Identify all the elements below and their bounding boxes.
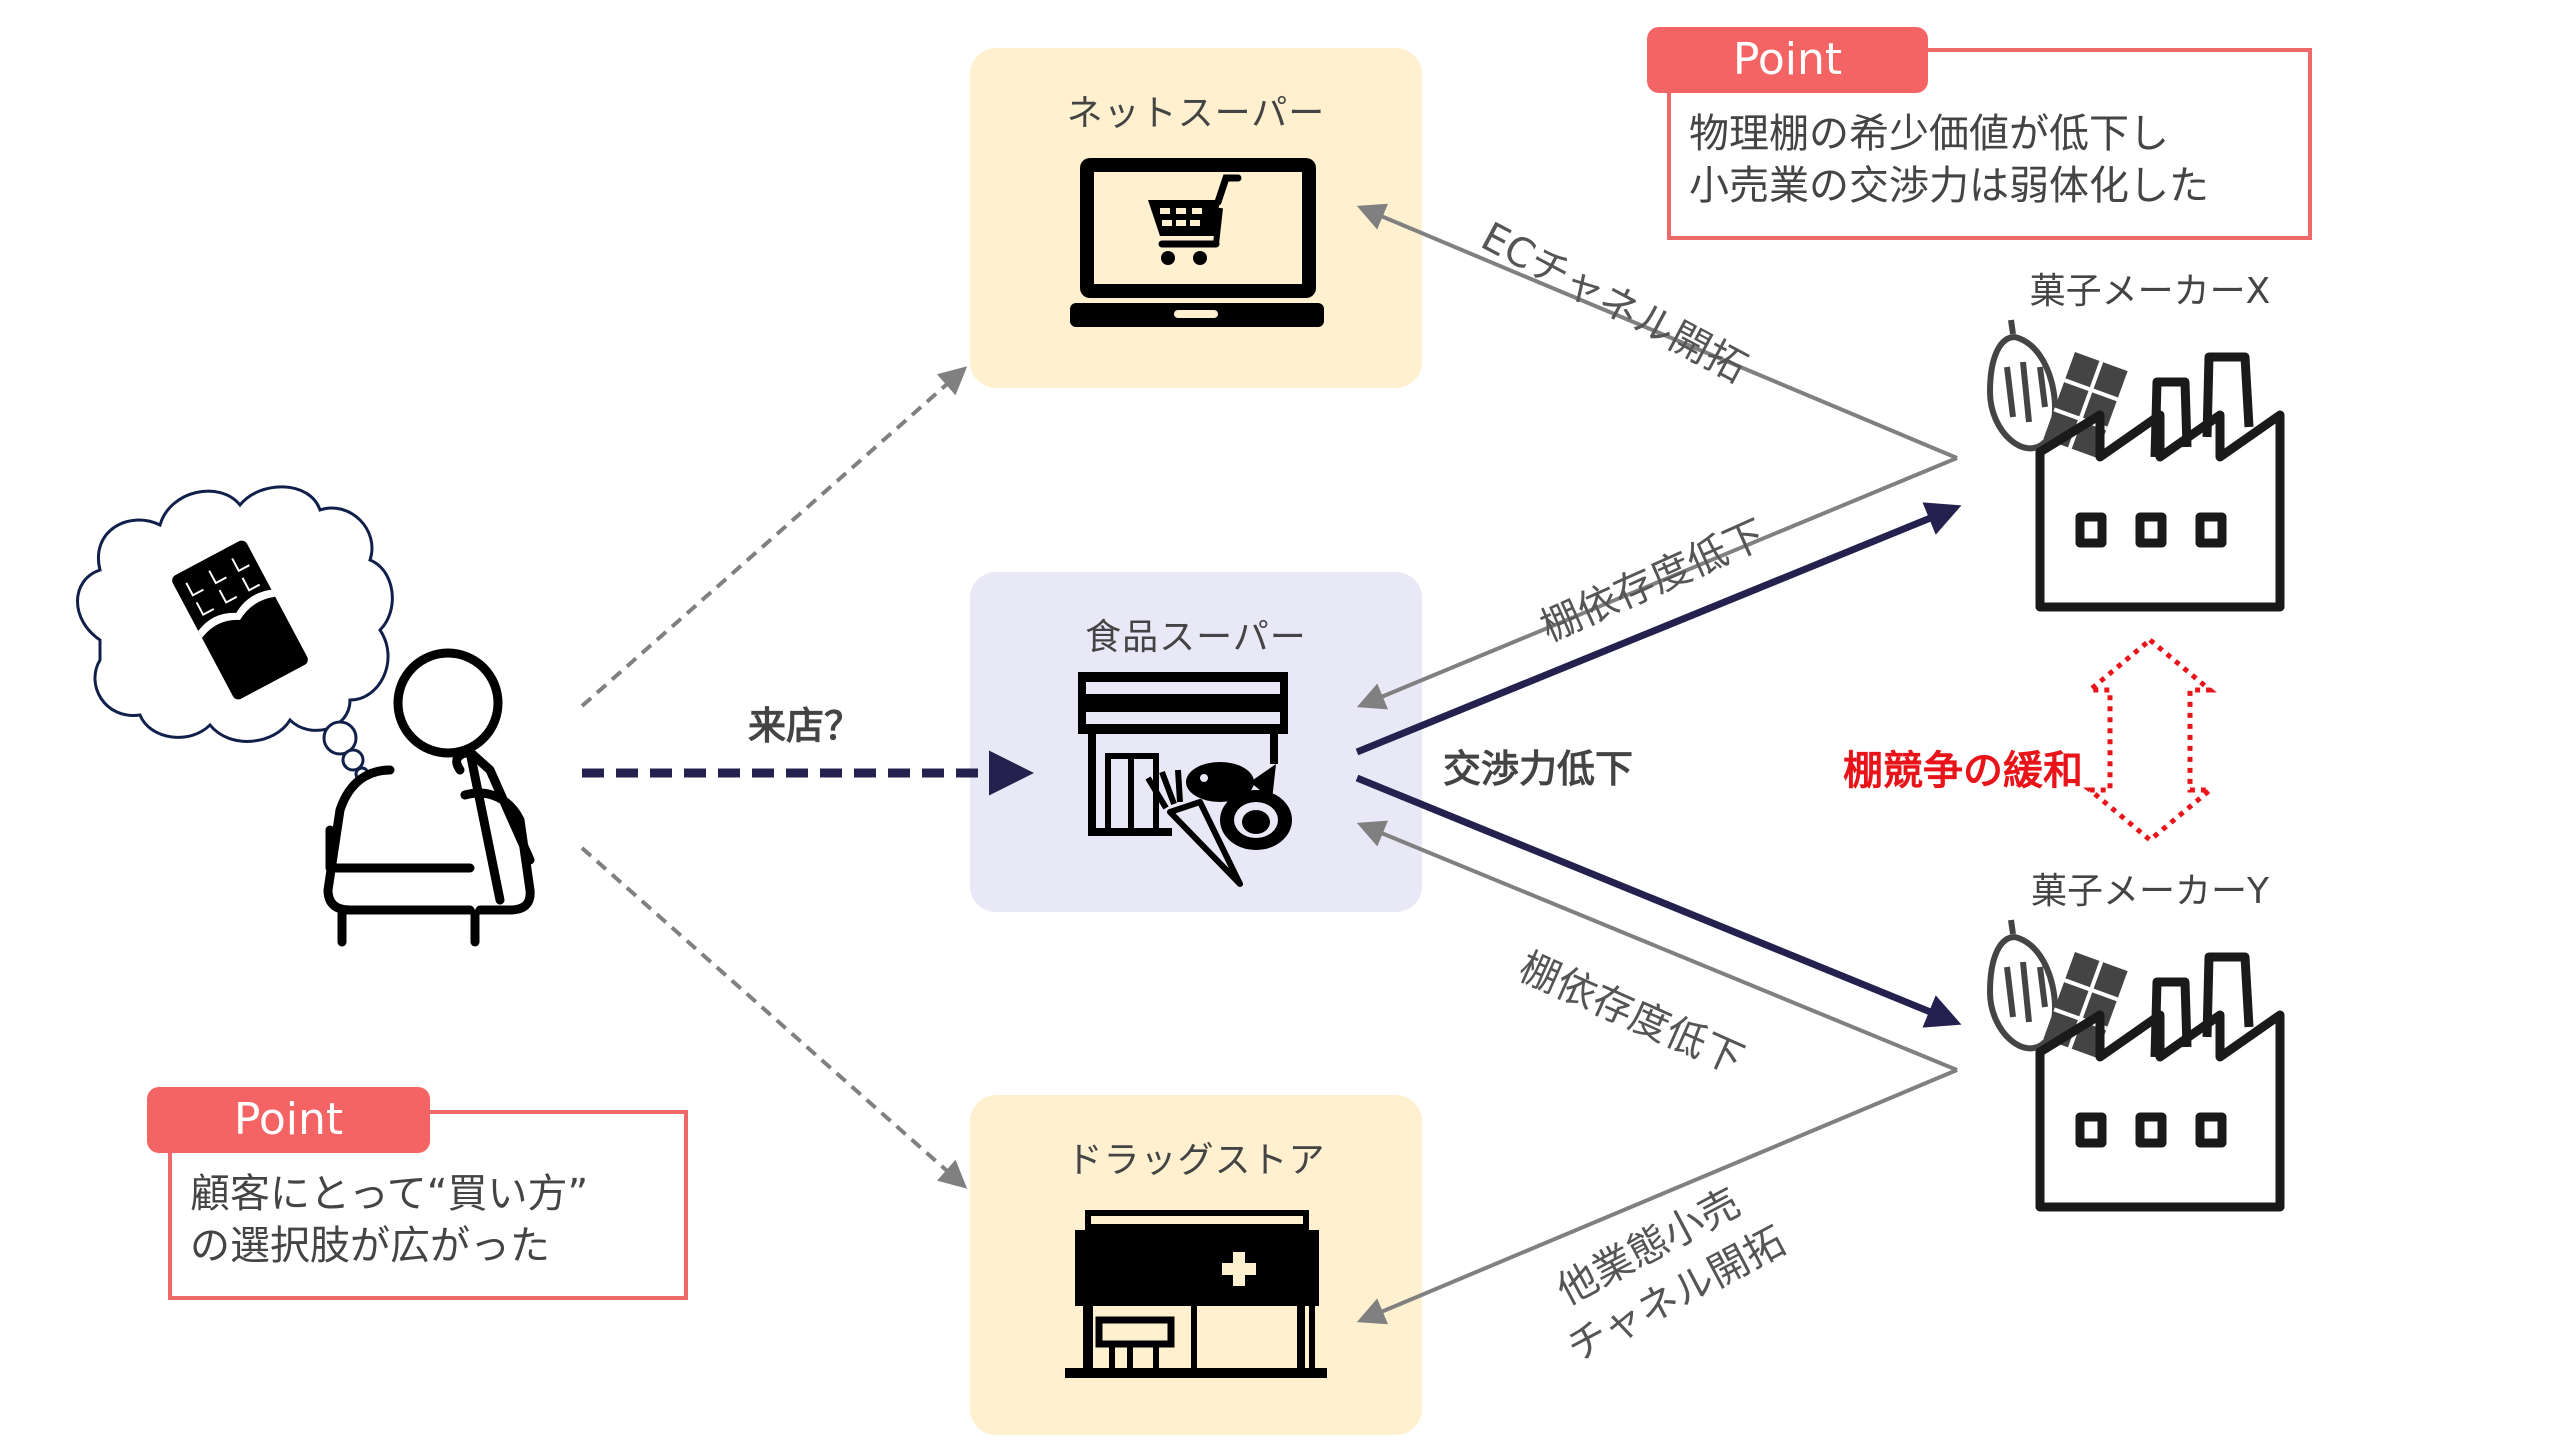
store-label-drug-store: ドラッグストア <box>1066 1140 1326 1181</box>
cacao-pod-icon <box>1986 319 2058 452</box>
shelf-competition-label: 棚競争の緩和 <box>1843 748 2083 794</box>
arrow-maker-x-to-food <box>1356 456 1958 710</box>
store-net-super: ネットスーパー <box>970 48 1422 388</box>
chocolate-factory-icon-x <box>1986 319 2285 612</box>
maker-y-label: 菓子メーカーY <box>2031 871 2269 912</box>
point-top-right-line1: 物理棚の希少価値が低下し <box>1689 111 2169 157</box>
store-label-net-super: ネットスーパー <box>1066 93 1326 134</box>
maker-x-label: 菓子メーカーX <box>2029 271 2271 312</box>
negotiation-power-label: 交渉力低下 <box>1443 747 1634 791</box>
arrow-food-to-maker-x <box>1355 502 1962 756</box>
store-drug-store: ドラッグストア <box>970 1095 1422 1435</box>
arrow-maker-x-to-net <box>1356 203 1958 460</box>
cacao-pod-icon <box>1986 919 2058 1052</box>
chocolate-factory-icon-y <box>1986 919 2285 1212</box>
arrow-consumer-to-drug <box>580 846 968 1189</box>
laptop-cart-icon <box>1070 158 1324 327</box>
thinking-person-icon <box>76 485 535 947</box>
arrow-maker-y-to-drug <box>1356 1068 1958 1325</box>
arrow-food-to-maker-y <box>1355 774 1962 1028</box>
visit-label: 来店？ <box>748 704 863 748</box>
chocolate-bar-icon <box>172 540 308 700</box>
pharmacy-store-icon <box>1065 1210 1327 1378</box>
point-tab-top-right: Point <box>1647 27 1928 93</box>
store-food-super: 食品スーパー <box>970 572 1422 912</box>
point-bottom-left-line1: 顧客にとって“買い方” <box>190 1171 589 1217</box>
point-bottom-left-line2: の選択肢が広がった <box>190 1223 550 1269</box>
arrow-maker-y-to-food <box>1356 820 1958 1072</box>
point-tab-bottom-left: Point <box>147 1087 430 1153</box>
grocery-store-icon <box>1078 672 1292 887</box>
shelf-competition-double-arrow <box>2083 636 2217 844</box>
point-top-right-line2: 小売業の交渉力は弱体化した <box>1689 163 2209 209</box>
arrow-consumer-to-net <box>580 366 968 708</box>
store-label-food-super: 食品スーパー <box>1085 617 1307 658</box>
